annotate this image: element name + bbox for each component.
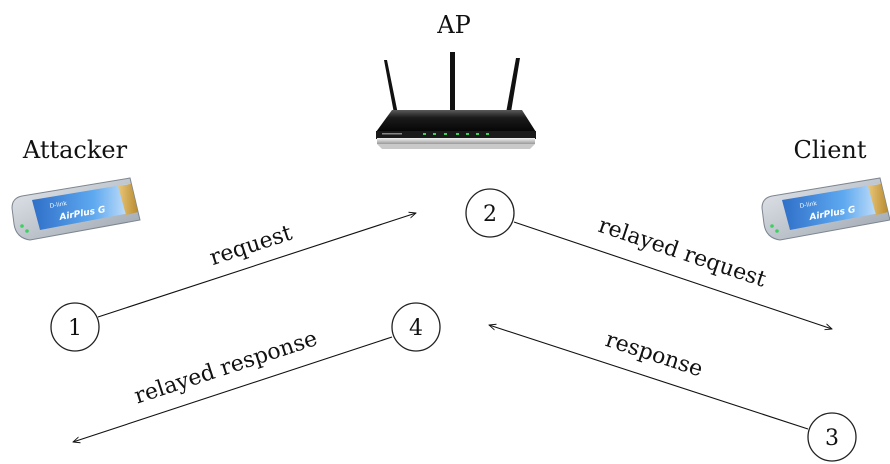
step-3: 3 [807,412,857,462]
attacker-card-icon: D-link AirPlus G [11,177,141,241]
step-3-number: 3 [825,426,839,451]
relayed-request-label: relayed request [595,213,769,293]
response-arrow [489,325,809,430]
step-1: 1 [50,302,100,352]
step-2-number: 2 [483,202,497,227]
response-label: response [602,327,705,382]
step-4-number: 4 [409,316,423,341]
ap-label: AP [436,11,470,39]
router-icon [376,52,536,149]
relayed-response-arrow [73,336,393,442]
relayed-request-arrow [513,221,832,329]
relayed-response-label: relayed response [131,326,320,409]
attacker-label: Attacker [22,136,128,164]
step-1-number: 1 [68,316,82,341]
client-card-brand: D-link [799,200,818,210]
request-label: request [207,221,296,271]
step-2: 2 [465,188,515,238]
request-arrow [97,213,416,318]
client-label: Client [793,136,866,164]
attacker-card-brand: D-link [49,200,68,210]
step-4: 4 [391,302,441,352]
client-card-icon: D-link AirPlus G [761,177,890,241]
